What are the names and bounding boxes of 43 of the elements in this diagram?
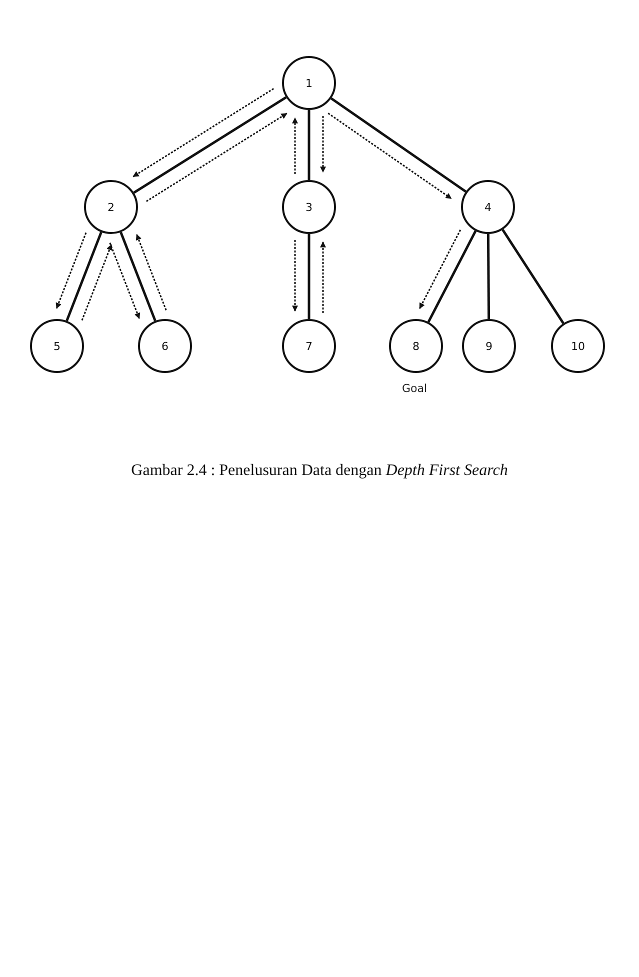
tree-edge xyxy=(308,110,310,180)
traversal-arrow xyxy=(419,230,462,310)
tree-node-circle xyxy=(282,56,336,110)
tree-edge xyxy=(502,228,564,324)
tree-node-circle xyxy=(30,319,84,373)
node-note: Goal xyxy=(402,382,428,395)
tree-node-circle xyxy=(551,319,605,373)
tree-edge xyxy=(330,97,467,193)
traversal-arrow xyxy=(292,240,298,312)
node-number: 7 xyxy=(306,340,312,352)
tree-edge xyxy=(66,232,102,322)
traversal-arrow xyxy=(146,112,288,202)
traversal-arrow xyxy=(136,234,167,310)
tree-edge xyxy=(486,234,490,319)
node-number: 10 xyxy=(571,340,585,352)
tree-edge xyxy=(427,230,477,323)
traversal-arrow xyxy=(109,242,140,319)
node-number: 9 xyxy=(486,340,492,352)
node-number: 2 xyxy=(108,200,114,214)
traversal-arrow xyxy=(132,88,274,178)
tree-node-circle xyxy=(461,180,515,234)
traversal-arrow xyxy=(292,117,298,174)
node-number: 8 xyxy=(412,340,420,352)
tree-edge xyxy=(133,96,287,194)
node-number: 5 xyxy=(54,340,60,352)
tree-node-circle xyxy=(462,319,516,373)
traversal-arrow xyxy=(320,116,326,173)
node-number: 6 xyxy=(162,340,168,352)
traversal-arrow xyxy=(56,232,87,309)
traversal-arrow xyxy=(320,241,326,313)
tree-node-circle xyxy=(282,180,336,234)
traversal-arrow xyxy=(328,112,452,200)
tree-node-circle xyxy=(84,180,138,234)
node-number: 3 xyxy=(306,200,312,214)
tree-edge xyxy=(308,234,310,319)
traversal-arrow xyxy=(81,244,112,321)
figure-caption: Gambar 2.4 : Penelusuran Data dengan Depth First Search xyxy=(130,462,509,480)
node-number: 1 xyxy=(306,76,312,90)
tree-edge xyxy=(120,232,156,322)
tree-node-circle xyxy=(389,319,443,373)
tree-node-circle xyxy=(282,319,336,373)
node-number: 4 xyxy=(484,200,492,214)
tree-node-circle xyxy=(138,319,192,373)
